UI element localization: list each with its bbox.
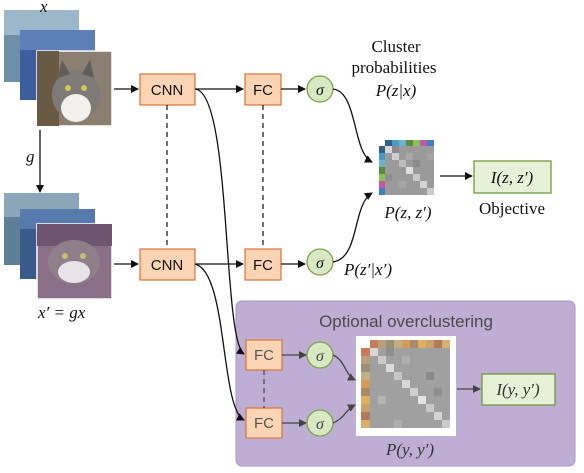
p-z-zprime-label: P(z, z′) — [383, 203, 431, 222]
input-image-stack-bottom — [4, 193, 113, 300]
arrow-sigma-bottom-to-matrix — [332, 192, 373, 263]
overcluster-objective-box — [481, 373, 556, 406]
cnn-block-bottom — [139, 248, 196, 281]
joint-matrix-z — [379, 140, 434, 195]
p-y-yprime-label: P(y, y′) — [385, 440, 434, 459]
cluster-probabilities-line2: probabilities — [352, 58, 437, 77]
x-label: x — [39, 0, 48, 16]
arrow-cnn-bottom-to-overcluster-fc — [194, 263, 245, 421]
g-label: g — [26, 147, 35, 166]
cnn-block-top — [139, 73, 196, 106]
fc-block-top — [244, 73, 282, 106]
cluster-probabilities-line1: Cluster — [371, 37, 420, 56]
p-z-given-x-label: P(z|x) — [375, 81, 417, 100]
overcluster-fc-block-top — [245, 339, 283, 371]
objective-box-label: I(z, z′) — [490, 168, 534, 187]
x-prime-label: x′ = gx — [37, 303, 86, 322]
fc-block-top-label: FC — [253, 82, 273, 99]
input-image-stack-top — [4, 10, 113, 127]
objective-label: Objective — [479, 199, 545, 218]
arrow-osigma-top-to-matrix — [332, 354, 356, 381]
fc-block-bottom — [244, 248, 282, 281]
arrow-sigma-top-to-matrix — [332, 88, 373, 163]
overcluster-fc-block-bottom-label: FC — [254, 415, 274, 432]
p-zprime-given-xprime-label: P(z′|x′) — [343, 260, 392, 279]
arrow-osigma-bottom-to-matrix — [332, 404, 356, 424]
cnn-block-top-label: CNN — [151, 82, 184, 99]
objective-box — [473, 160, 552, 194]
arrow-cnn-top-to-overcluster-fc — [194, 88, 245, 355]
overcluster-softmax-top-label: σ — [316, 348, 325, 365]
overcluster-softmax-bottom-label: σ — [316, 416, 325, 433]
overcluster-objective-label: I(y, y′) — [495, 380, 540, 399]
overcluster-fc-block-top-label: FC — [254, 347, 274, 364]
optional-overclustering-title: Optional overclustering — [319, 312, 493, 331]
softmax-circle-bottom-label: σ — [316, 255, 325, 272]
cnn-block-bottom-label: CNN — [151, 257, 184, 274]
joint-matrix-y — [356, 336, 456, 436]
softmax-circle-top-label: σ — [316, 82, 325, 99]
fc-block-bottom-label: FC — [253, 257, 273, 274]
